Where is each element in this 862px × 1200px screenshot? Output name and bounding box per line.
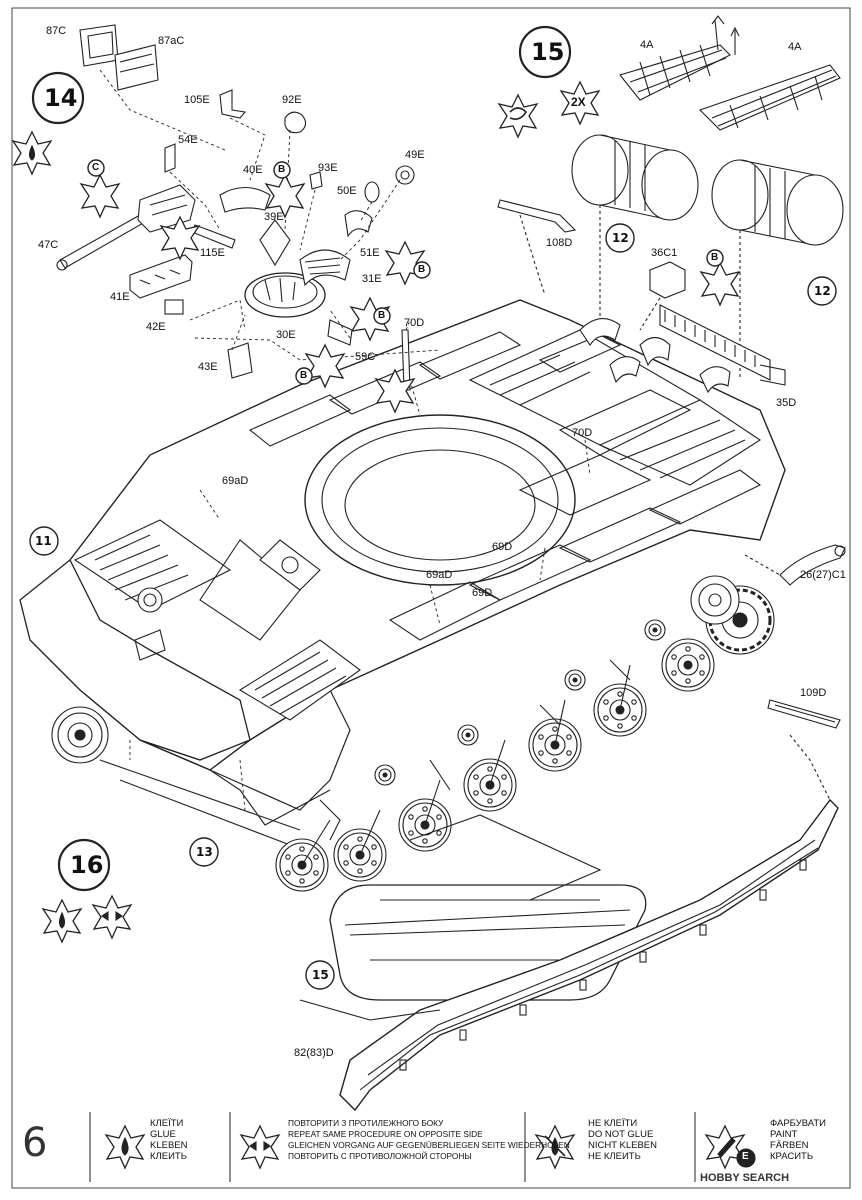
paint-stars bbox=[80, 159, 740, 413]
part-93E bbox=[309, 171, 323, 190]
step-14-badge bbox=[12, 71, 85, 175]
label-35D: 35D bbox=[776, 397, 797, 409]
legend-repeat-line: REPEAT SAME PROCEDURE ON OPPOSITE SIDE bbox=[288, 1129, 483, 1139]
legend-glue-line: GLUE bbox=[150, 1129, 176, 1140]
step-13-number: 13 bbox=[196, 845, 213, 859]
step-15-number: 15 bbox=[531, 38, 565, 66]
page-number: 6 bbox=[22, 1120, 48, 1166]
part-36C1 bbox=[639, 261, 686, 331]
drum-brackets bbox=[579, 318, 731, 394]
legend-paint-line: ФАРБУВАТИ bbox=[770, 1118, 826, 1129]
label-93E: 93E bbox=[318, 162, 338, 174]
part-40E bbox=[219, 186, 271, 213]
paint-badge-b: B bbox=[300, 370, 308, 381]
label-39E: 39E bbox=[264, 211, 284, 223]
label-70D: 70D bbox=[572, 427, 593, 439]
label-87C: 87C bbox=[46, 25, 67, 37]
label-4A: 4A bbox=[788, 41, 802, 53]
label-108D: 108D bbox=[546, 237, 573, 249]
label-105E: 105E bbox=[184, 94, 210, 106]
legend-paint-line: FÄRBEN bbox=[770, 1140, 809, 1151]
label-59C: 59C bbox=[355, 351, 376, 363]
road-wheels bbox=[275, 575, 775, 892]
part-108D bbox=[497, 199, 577, 296]
label-87aC: 87aC bbox=[158, 35, 185, 47]
part-109D bbox=[767, 699, 841, 801]
legend-icons bbox=[89, 1112, 756, 1182]
part-49E bbox=[395, 165, 415, 185]
legend-glue-line: КЛЕЇТИ bbox=[150, 1118, 184, 1129]
label-69aD: 69aD bbox=[222, 475, 249, 487]
step-15-badge bbox=[498, 25, 600, 138]
step-16-number: 16 bbox=[70, 851, 104, 879]
label-26-27C1: 26(27)C1 bbox=[800, 569, 846, 581]
step-15b-number: 15 bbox=[312, 968, 329, 982]
part-105E bbox=[219, 89, 247, 119]
legend-noglue-line: NICHT KLEBEN bbox=[588, 1140, 657, 1151]
watermark: HOBBY SEARCH bbox=[700, 1172, 790, 1184]
legend-glue-line: KLEBEN bbox=[150, 1140, 188, 1151]
legend-paint-line: КРАСИТЬ bbox=[770, 1151, 814, 1162]
cupola-subassembly bbox=[244, 219, 351, 318]
label-31E: 31E bbox=[362, 273, 382, 285]
part-92E bbox=[284, 111, 307, 134]
legend-repeat-line: GLEICHEN VORGANG AUF GEGENÜBERLIEGEN SEI… bbox=[288, 1140, 570, 1150]
side-skirt-82-83D bbox=[299, 798, 839, 1112]
label-69D: 69D bbox=[472, 587, 493, 599]
part-51E bbox=[344, 210, 373, 238]
step-12b-number: 12 bbox=[814, 284, 831, 298]
label-115E: 115E bbox=[200, 247, 225, 259]
label-36C1: 36C1 bbox=[651, 247, 678, 259]
label-50E: 50E bbox=[337, 185, 357, 197]
step-14-number: 14 bbox=[44, 84, 78, 112]
paint-badge-b: B bbox=[378, 310, 386, 321]
legend-repeat-line: ПОВТОРИТЬ С ПРОТИВОЛОЖНОЙ СТОРОНЫ bbox=[288, 1151, 472, 1161]
legend-noglue-line: НЕ КЛЕЇТИ bbox=[588, 1118, 638, 1129]
legend-paint-badge: E bbox=[742, 1151, 749, 1162]
label-109D: 109D bbox=[800, 687, 827, 699]
label-82-83D: 82(83)D bbox=[294, 1047, 334, 1059]
label-69aD: 69aD bbox=[426, 569, 453, 581]
part-35D bbox=[659, 304, 786, 386]
part-26-27C1 bbox=[744, 544, 846, 586]
label-49E: 49E bbox=[405, 149, 425, 161]
part-59C bbox=[327, 319, 353, 346]
track-links-4A bbox=[619, 15, 841, 131]
legend-glue-line: КЛЕИТЬ bbox=[150, 1151, 187, 1162]
legend-noglue-line: DO NOT GLUE bbox=[588, 1129, 654, 1140]
paint-badge-c: C bbox=[92, 162, 100, 173]
paint-badge-b: B bbox=[418, 264, 426, 275]
label-4A: 4A bbox=[640, 39, 654, 51]
label-41E: 41E bbox=[110, 291, 130, 303]
label-70D: 70D bbox=[404, 317, 425, 329]
fuel-drums bbox=[571, 134, 844, 380]
label-43E: 43E bbox=[198, 361, 218, 373]
part-42E bbox=[164, 299, 184, 315]
legend-noglue-line: НЕ КЛЕИТЬ bbox=[588, 1151, 641, 1162]
label-47C: 47C bbox=[38, 239, 59, 251]
paint-badge-b: B bbox=[278, 164, 286, 175]
label-54E: 54E bbox=[178, 134, 198, 146]
hull-assembly bbox=[19, 299, 786, 846]
paint-badge-b: B bbox=[711, 252, 719, 263]
step-16-badge bbox=[42, 838, 132, 943]
label-40E: 40E bbox=[243, 164, 263, 176]
part-50E bbox=[364, 181, 380, 203]
part-41E bbox=[129, 254, 193, 299]
part-87aC bbox=[114, 44, 159, 91]
legend-repeat-line: ПОВТОРИТИ З ПРОТИЛЕЖНОГО БОКУ bbox=[288, 1118, 444, 1128]
label-30E: 30E bbox=[276, 329, 296, 341]
label-92E: 92E bbox=[282, 94, 302, 106]
label-42E: 42E bbox=[146, 321, 166, 333]
label-69D: 69D bbox=[492, 541, 513, 553]
step-12a-number: 12 bbox=[612, 231, 629, 245]
step-11-number: 11 bbox=[35, 534, 52, 548]
part-43E bbox=[227, 342, 253, 379]
label-51E: 51E bbox=[360, 247, 380, 259]
repeat-2x-badge: 2X bbox=[571, 95, 586, 109]
legend-paint-line: PAINT bbox=[770, 1129, 798, 1140]
part-54E bbox=[164, 143, 176, 173]
part-115E bbox=[191, 224, 236, 249]
